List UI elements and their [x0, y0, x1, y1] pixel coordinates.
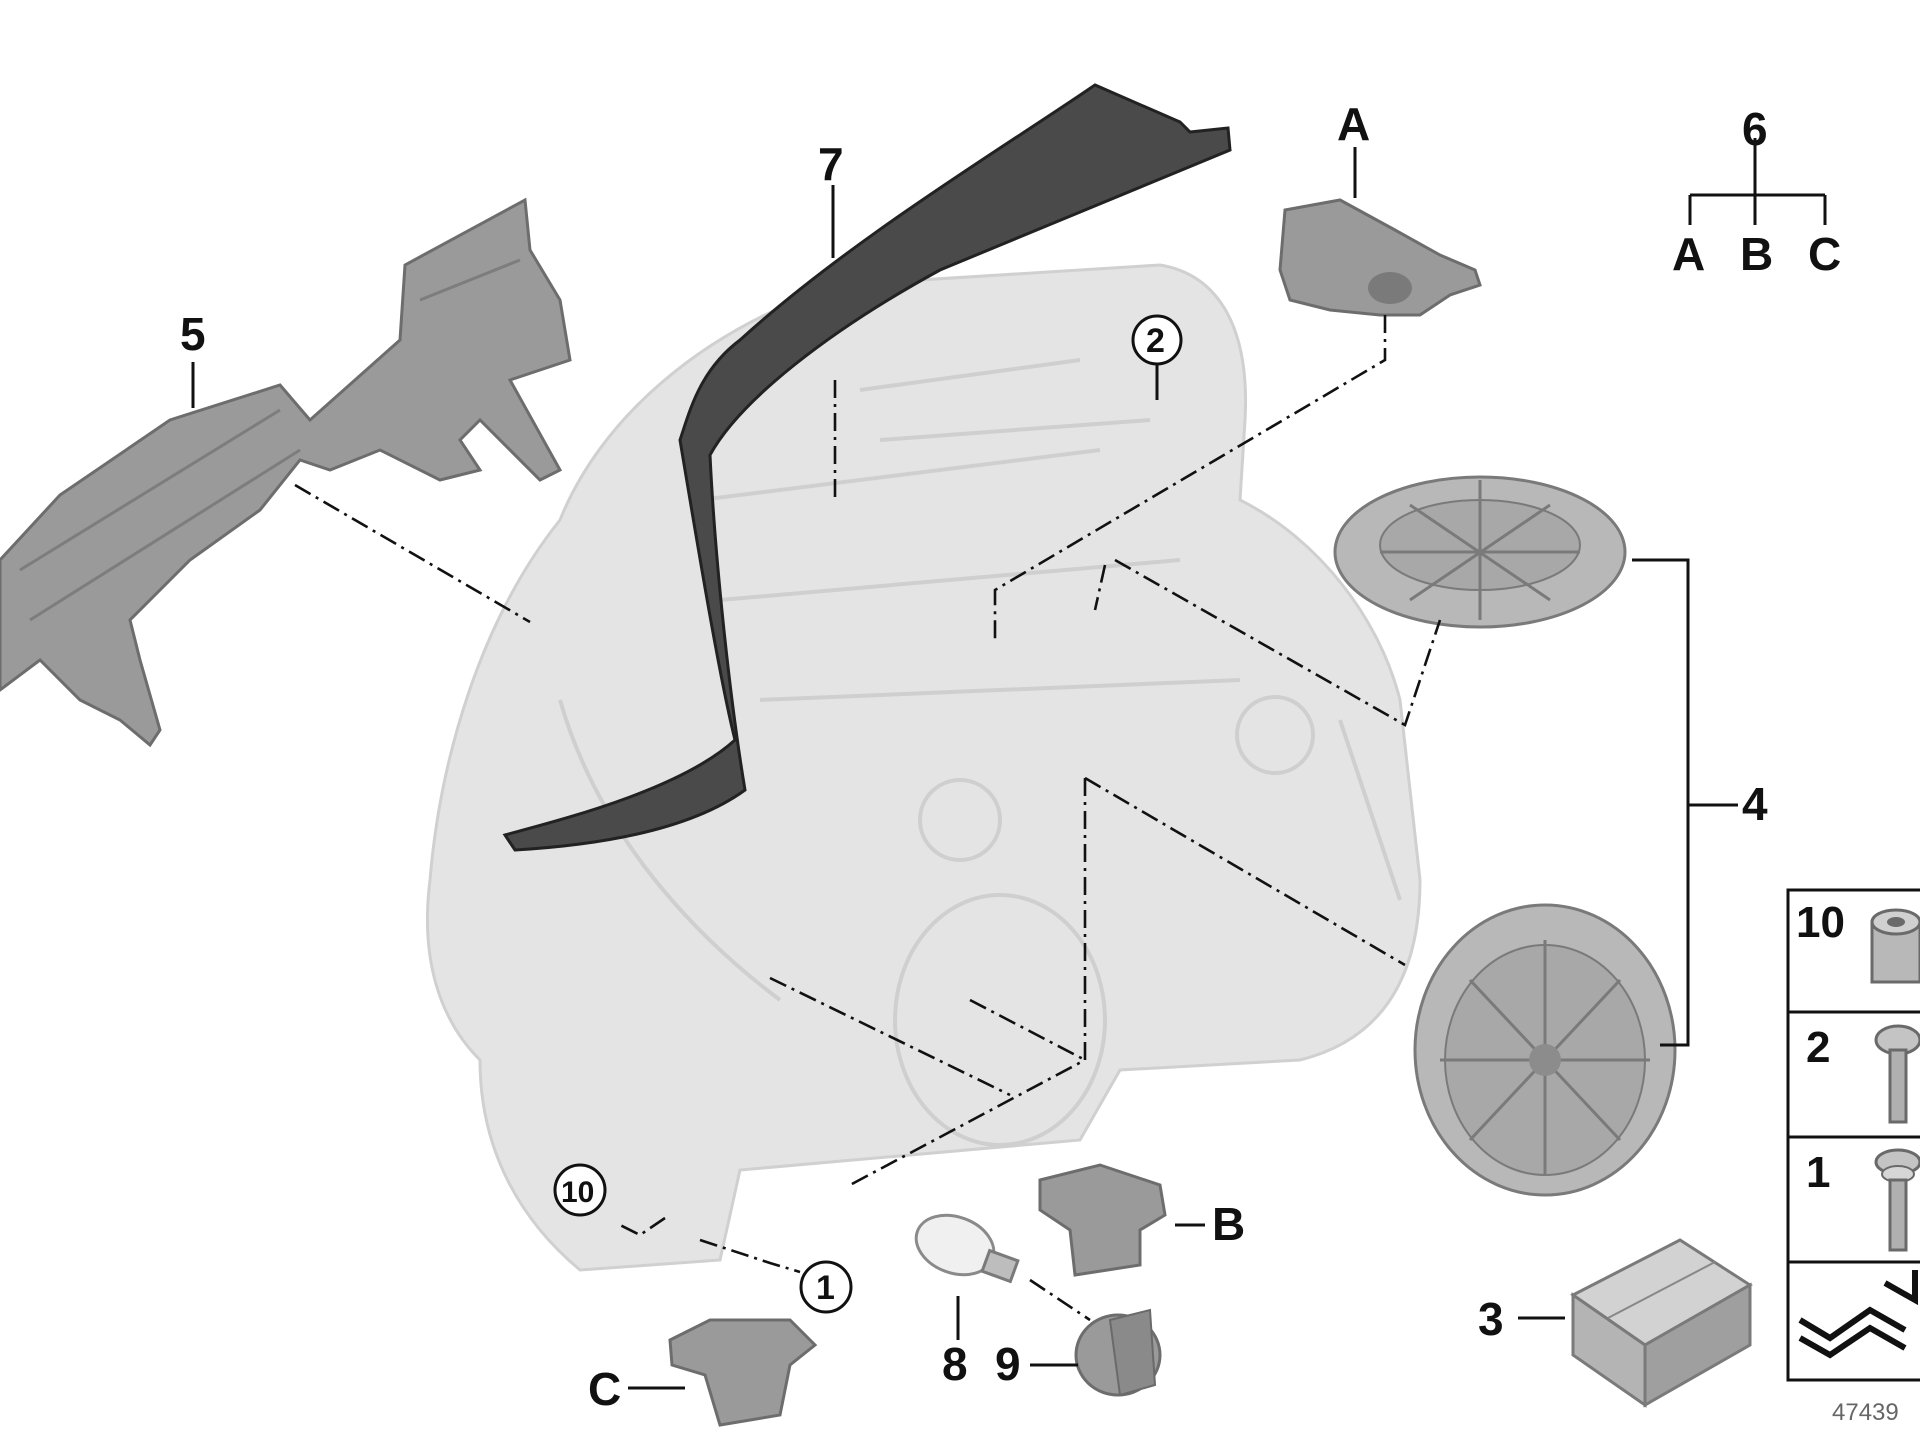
legend-child-b: B: [1740, 228, 1773, 280]
callout-10-circled: 10: [553, 1163, 607, 1217]
callout-3: 3: [1478, 1293, 1504, 1345]
callout-1-circled: 1: [799, 1260, 853, 1314]
legend-child-c: C: [1808, 228, 1841, 280]
headlight-housing: [426, 263, 1422, 1272]
legend-tree: 6 A B C: [1672, 103, 1841, 280]
callout-A: A: [1337, 98, 1370, 150]
part-C-holder: [668, 1318, 818, 1427]
part-4-cover-upper: [1333, 475, 1627, 629]
assembly-lines: [294, 315, 1442, 1322]
parts-table: 10 2 1: [1786, 888, 1920, 1382]
part-4-cover-lower: [1413, 903, 1677, 1197]
svg-text:10: 10: [561, 1176, 594, 1209]
nut-icon: [1870, 908, 1920, 984]
washer-screw-icon: [1874, 1148, 1920, 1252]
svg-text:2: 2: [1146, 322, 1165, 360]
callout-4: 4: [1742, 778, 1768, 830]
part-B-holder: [1038, 1163, 1167, 1277]
callout-9: 9: [995, 1338, 1021, 1390]
leader-lines: [191, 138, 1827, 1390]
reference-number: 47439: [1832, 1399, 1899, 1426]
part-7-seal-strip: [502, 83, 1232, 852]
part-9-socket: [1074, 1308, 1162, 1397]
table-row-1-label: 1: [1806, 1148, 1830, 1197]
svg-text:1: 1: [816, 1269, 835, 1307]
callout-5: 5: [180, 308, 206, 360]
callout-8: 8: [942, 1338, 968, 1390]
part-3-box: [1570, 1238, 1753, 1408]
legend-top: 6: [1742, 103, 1768, 155]
part-5-bracket: [0, 197, 572, 748]
callout-7: 7: [818, 138, 844, 190]
table-row-10-label: 10: [1796, 898, 1845, 947]
screw-icon: [1874, 1024, 1920, 1124]
arrow-symbol-icon: [1798, 1270, 1918, 1359]
table-row-2-label: 2: [1806, 1023, 1830, 1072]
part-A-bracket: [1278, 198, 1482, 317]
legend-child-a: A: [1672, 228, 1705, 280]
callout-B: B: [1212, 1198, 1245, 1250]
part-8-bulb: [914, 1213, 1020, 1284]
callout-C: C: [588, 1363, 621, 1415]
callout-2-circled: 2: [1131, 314, 1183, 366]
